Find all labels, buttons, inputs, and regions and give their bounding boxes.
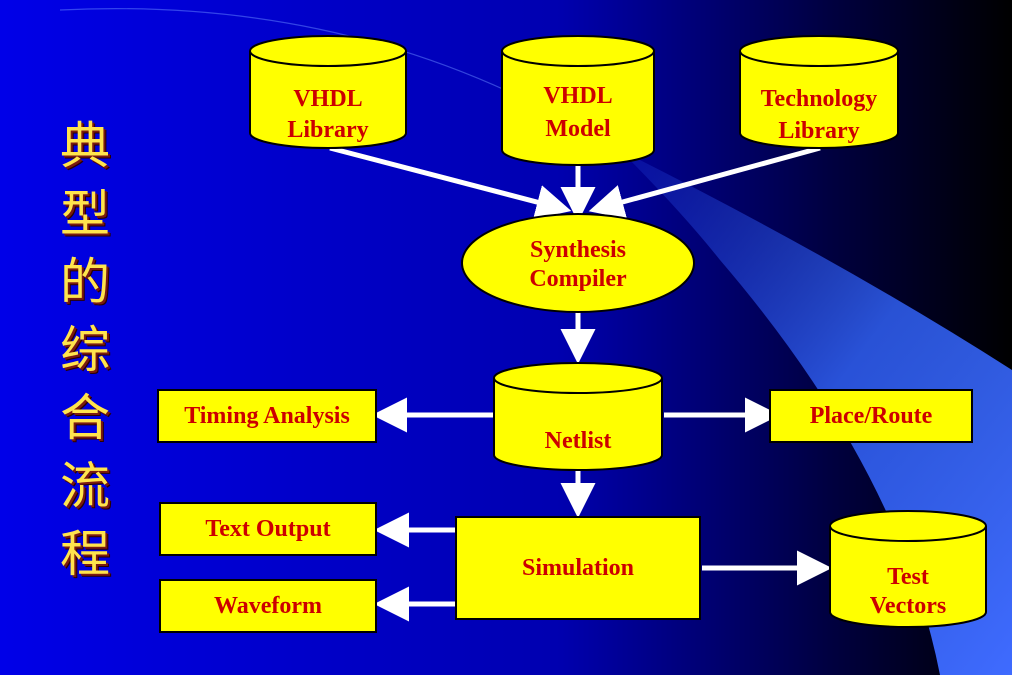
netlist-cylinder: Netlist [493,362,663,471]
title-char: 的 [60,253,110,311]
technology-library-cylinder: Technology Library [739,35,899,149]
timing-analysis-label: Timing Analysis [184,403,350,429]
waveform-label: Waveform [214,593,322,619]
vhdl-library-label-1: VHDL [293,86,362,112]
place-route-label: Place/Route [810,403,933,429]
title-char: 流 [60,457,110,515]
vhdl-library-label-2: Library [287,117,368,143]
title-char: 综 [60,321,110,379]
text-output-box: Text Output [159,502,377,556]
vhdl-library-cylinder: VHDL Library [249,35,407,149]
waveform-box: Waveform [159,579,377,633]
test-vectors-label-1: Test [887,564,929,590]
synthesis-compiler-ellipse: Synthesis Compiler [461,213,695,313]
vhdl-model-cylinder: VHDL Model [501,35,655,166]
simulation-label: Simulation [522,555,634,581]
arrow-vhdl-library-to-compiler [329,145,572,220]
timing-analysis-box: Timing Analysis [157,389,377,443]
synthesis-compiler-label-2: Compiler [529,266,627,292]
vhdl-model-label-1: VHDL [543,83,612,109]
technology-library-label-2: Library [778,118,859,144]
technology-library-label-1: Technology [761,86,877,112]
title-char: 程 [60,525,110,583]
test-vectors-cylinder: Test Vectors [829,510,987,628]
simulation-box: Simulation [455,516,701,620]
netlist-label: Netlist [545,428,612,454]
text-output-label: Text Output [205,516,330,542]
arrow-tech-library-to-compiler [588,145,821,219]
synthesis-compiler-label-1: Synthesis [530,237,626,263]
vhdl-model-label-2: Model [545,116,611,142]
title-char: 型 [60,185,110,243]
title-char: 典 [60,117,110,175]
place-route-box: Place/Route [769,389,973,443]
title-char: 合 [60,389,110,447]
test-vectors-label-2: Vectors [870,593,946,619]
vertical-title: 典 型 的 综 合 流 程 [50,112,120,588]
arrows [329,145,832,622]
